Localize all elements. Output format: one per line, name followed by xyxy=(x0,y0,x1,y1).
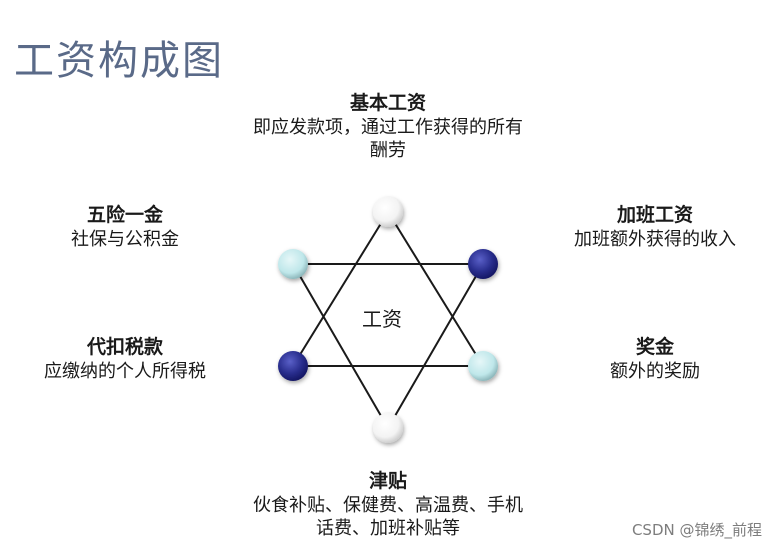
base-salary-heading: 基本工资 xyxy=(349,92,426,114)
five-insurance-desc: 社保与公积金 xyxy=(71,229,179,250)
tax-heading: 代扣税款 xyxy=(86,336,163,358)
tax-desc: 应缴纳的个人所得税 xyxy=(44,361,206,382)
block-five-insurance: 五险一金 社保与公积金 xyxy=(40,202,210,251)
block-bonus: 奖金 额外的奖励 xyxy=(585,334,725,383)
five-insurance-heading: 五险一金 xyxy=(86,204,163,226)
node-top xyxy=(373,197,403,227)
node-lower-left xyxy=(278,351,308,381)
center-label: 工资 xyxy=(362,307,402,331)
node-lower-right xyxy=(468,351,498,381)
node-upper-right xyxy=(468,249,498,279)
node-bottom xyxy=(373,413,403,443)
triangle-up xyxy=(291,210,485,367)
triangle-down xyxy=(291,263,485,430)
block-overtime-pay: 加班工资 加班额外获得的收入 xyxy=(555,202,755,251)
overtime-desc: 加班额外获得的收入 xyxy=(574,229,736,250)
allowance-heading: 津贴 xyxy=(368,470,407,492)
node-upper-left xyxy=(278,249,308,279)
overtime-heading: 加班工资 xyxy=(616,204,693,226)
bonus-heading: 奖金 xyxy=(635,336,674,358)
diagram-title: 工资构成图 xyxy=(14,38,224,84)
block-tax-withholding: 代扣税款 应缴纳的个人所得税 xyxy=(20,334,230,383)
base-salary-desc-2: 酬劳 xyxy=(370,140,406,161)
block-base-salary: 基本工资 即应发款项，通过工作获得的所有 酬劳 xyxy=(230,90,546,162)
allowance-desc-1: 伙食补贴、保健费、高温费、手机 xyxy=(253,495,523,516)
bonus-desc: 额外的奖励 xyxy=(610,361,700,382)
block-allowance: 津贴 伙食补贴、保健费、高温费、手机 话费、加班补贴等 xyxy=(226,468,550,540)
base-salary-desc-1: 即应发款项，通过工作获得的所有 xyxy=(253,117,523,138)
allowance-desc-2: 话费、加班补贴等 xyxy=(316,518,460,539)
watermark: CSDN @锦绣_前程 xyxy=(631,521,762,539)
